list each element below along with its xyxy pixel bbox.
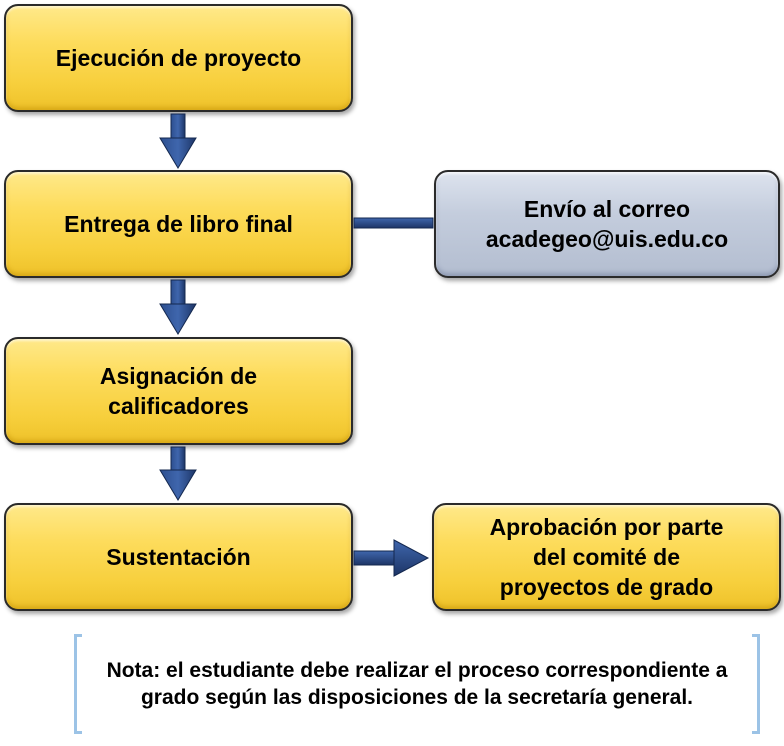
step-label: Ejecución de proyecto xyxy=(55,45,302,71)
note-block: Nota: el estudiante debe realizar el pro… xyxy=(74,634,760,734)
side-label: Aprobación por parte del comité de proye… xyxy=(489,514,724,600)
step-asignacion-calificadores: Asignación de calificadores xyxy=(4,337,353,445)
arrow-down-icon xyxy=(159,113,197,169)
connector-line xyxy=(353,217,434,229)
step-label: Sustentación xyxy=(106,544,251,570)
side-envio-correo: Envío al correo acadegeo@uis.edu.co xyxy=(434,170,780,278)
arrow-right-icon xyxy=(353,539,430,577)
note-text: Nota: el estudiante debe realizar el pro… xyxy=(106,659,728,709)
bracket-left-icon xyxy=(74,634,82,734)
step-label: Asignación de calificadores xyxy=(99,363,258,419)
arrow-down-icon xyxy=(159,446,197,501)
arrow-down-icon xyxy=(159,279,197,335)
step-entrega-libro-final: Entrega de libro final xyxy=(4,170,353,278)
step-sustentacion: Sustentación xyxy=(4,503,353,611)
step-label: Entrega de libro final xyxy=(64,211,293,237)
step-ejecucion-proyecto: Ejecución de proyecto xyxy=(4,4,353,112)
side-aprobacion-comite: Aprobación por parte del comité de proye… xyxy=(432,503,781,611)
bracket-right-icon xyxy=(752,634,760,734)
side-label: Envío al correo acadegeo@uis.edu.co xyxy=(485,196,729,252)
